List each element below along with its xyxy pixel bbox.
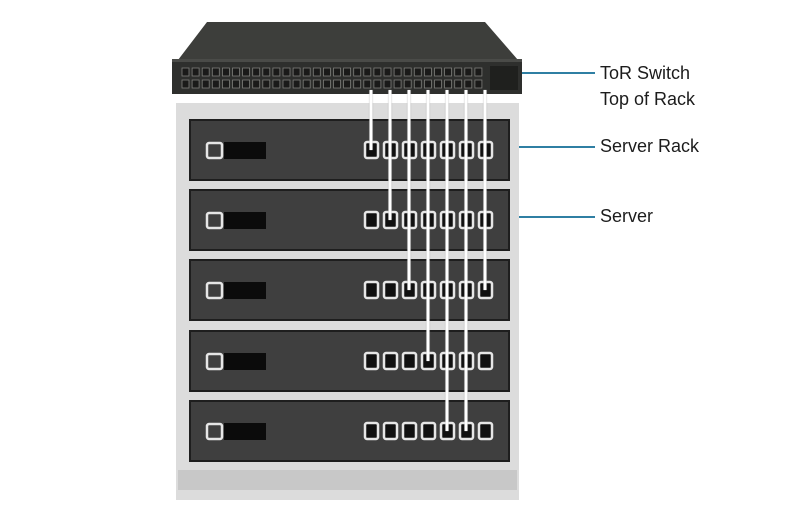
cables	[369, 90, 487, 431]
tor-switch	[172, 22, 522, 94]
switch-port	[403, 79, 412, 89]
server-display	[224, 423, 266, 440]
switch-port	[252, 67, 261, 77]
switch-port	[191, 67, 200, 77]
switch-port	[232, 67, 240, 77]
switch-port	[211, 67, 220, 77]
switch-port	[413, 79, 422, 89]
switch-port	[282, 67, 291, 77]
server-port	[401, 351, 418, 371]
power-button-icon	[205, 422, 224, 441]
switch-port	[444, 79, 453, 89]
server-port	[363, 421, 380, 441]
switch-port	[201, 79, 210, 89]
tor-switch-label-line1: ToR Switch	[600, 63, 691, 83]
switch-port	[221, 67, 230, 77]
switch-port	[282, 79, 291, 89]
switch-port	[221, 79, 230, 89]
switch-port	[302, 67, 311, 77]
switch-port	[312, 67, 321, 77]
switch-port	[343, 79, 352, 89]
server	[189, 119, 510, 181]
switch-port	[393, 67, 402, 77]
tor-switch-label-line2: Top of Rack	[600, 89, 696, 109]
power-button-icon	[205, 352, 224, 371]
switch-port	[242, 67, 251, 77]
switch-port	[201, 67, 210, 77]
switch-port	[464, 67, 473, 77]
switch-port	[423, 67, 432, 77]
switch-port	[333, 67, 341, 77]
server-port	[363, 280, 380, 300]
server-port	[477, 421, 494, 441]
switch-port	[211, 79, 220, 89]
switch-port	[474, 67, 483, 77]
switch-port	[403, 67, 412, 77]
server	[189, 330, 510, 392]
switch-port	[272, 79, 281, 89]
switch-port	[312, 79, 321, 89]
server-port	[382, 421, 399, 441]
switch-port	[322, 79, 331, 89]
switch-port	[434, 79, 442, 89]
tor-switch-label: ToR Switch Top of Rack	[600, 60, 695, 112]
switch-port	[181, 67, 190, 77]
server-display	[224, 353, 266, 370]
server	[189, 400, 510, 462]
switch-port	[363, 67, 372, 77]
power-button-icon	[205, 281, 224, 300]
server-port	[477, 351, 494, 371]
switch-port	[363, 79, 372, 89]
switch-port	[333, 79, 341, 89]
callout-lines	[519, 72, 595, 218]
switch-port	[423, 79, 432, 89]
switch-port	[292, 67, 301, 77]
switch-port	[272, 67, 281, 77]
switch-port	[373, 79, 382, 89]
server-rack-label: Server Rack	[600, 136, 700, 156]
switch-port	[322, 67, 331, 77]
switch-port	[373, 67, 382, 77]
switch-port	[262, 79, 271, 89]
switch-port	[413, 67, 422, 77]
switch-port	[454, 79, 463, 89]
switch-port	[434, 67, 442, 77]
switch-port	[474, 79, 483, 89]
server-display	[224, 282, 266, 299]
server-port	[382, 351, 399, 371]
server-port	[363, 210, 380, 230]
switch-port	[242, 79, 251, 89]
switch-port	[353, 67, 362, 77]
power-button-icon	[205, 141, 224, 160]
server-rack	[176, 103, 519, 500]
switch-port	[292, 79, 301, 89]
server-label: Server	[600, 206, 654, 226]
switch-port	[181, 79, 190, 89]
server	[189, 259, 510, 321]
server-port	[382, 280, 399, 300]
switch-port	[252, 79, 261, 89]
switch-port	[191, 79, 200, 89]
switch-port	[393, 79, 402, 89]
server-display	[224, 212, 266, 229]
switch-port	[343, 67, 352, 77]
server-port	[420, 421, 437, 441]
switch-port	[302, 79, 311, 89]
server-port	[401, 421, 418, 441]
switch-port	[383, 79, 392, 89]
server-port	[363, 351, 380, 371]
switch-port	[444, 67, 453, 77]
server	[189, 189, 510, 251]
switch-port	[353, 79, 362, 89]
power-button-icon	[205, 211, 224, 230]
switch-port	[262, 67, 271, 77]
server-display	[224, 142, 266, 159]
switch-port-grid	[181, 67, 483, 89]
switch-port	[232, 79, 240, 89]
switch-port	[383, 67, 392, 77]
switch-port	[454, 67, 463, 77]
switch-port	[464, 79, 473, 89]
